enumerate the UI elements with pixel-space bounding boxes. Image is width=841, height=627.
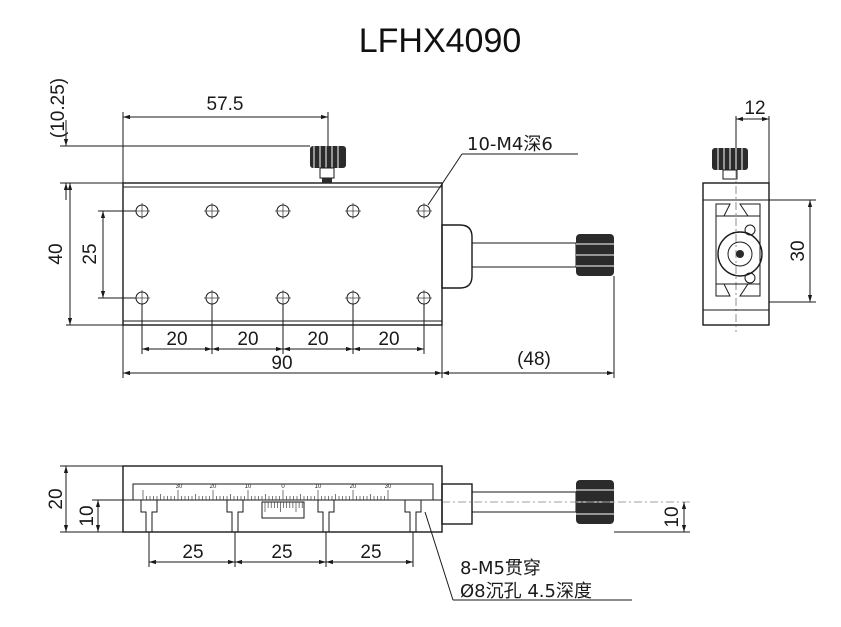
side-view: 12 30 [702,98,816,332]
dim-hole-spacing-v: 25 [80,243,101,264]
dim-length: 90 [271,353,292,374]
dim-front-right: 10 [662,506,683,527]
dim-front-pitch-2: 25 [271,542,292,563]
mounting-holes-top [134,203,432,306]
hole [204,203,220,219]
scale-label: 10 [315,484,322,490]
hole [275,203,291,219]
dim-overall-height: 40 [46,243,67,264]
scale-label: 10 [245,484,252,490]
note-through-holes: 8-M5贯穿 [460,558,541,579]
scale-label: 30 [385,484,392,490]
dim-hole-pitch-4: 20 [378,329,399,350]
hole [134,203,150,219]
dim-side-width: 12 [744,98,765,119]
micrometer-top [441,224,614,289]
scale-ruler [142,490,389,500]
hole [345,290,361,306]
hole [345,203,361,219]
vernier-scale [264,502,303,512]
hole [134,290,150,306]
hole [416,203,432,219]
scale-label: 0 [281,484,285,490]
hole [204,290,220,306]
dim-height-paren: (10.25) [48,78,69,138]
counterbore-holes [140,500,422,532]
note-holes: 10-M4深6 [467,134,553,155]
dim-front-pitch-3: 25 [360,542,381,563]
drawing-title: LFHX4090 [359,22,522,60]
note-counterbore: Ø8沉孔 4.5深度 [460,581,592,602]
dim-hole-pitch-1: 20 [166,329,187,350]
dim-hole-pitch-3: 20 [307,329,328,350]
scale-label: 20 [210,484,217,490]
dim-side-height: 30 [788,240,809,261]
hole [416,290,432,306]
dim-front-height: 20 [46,488,67,509]
top-view: (10.25) 57.5 40 25 20 20 20 20 [46,78,615,378]
lock-knob-top [310,146,346,183]
front-view: 30 20 10 0 10 20 30 20 10 [46,465,690,602]
scale-label: 20 [350,484,357,490]
scale-label: 30 [176,484,183,490]
dim-hole-pitch-2: 20 [237,329,258,350]
hole [275,290,291,306]
dim-knob-offset: 57.5 [207,94,244,115]
dim-front-mid: 10 [77,505,98,526]
dim-micrometer: (48) [517,349,551,370]
dim-front-pitch-1: 25 [182,542,203,563]
